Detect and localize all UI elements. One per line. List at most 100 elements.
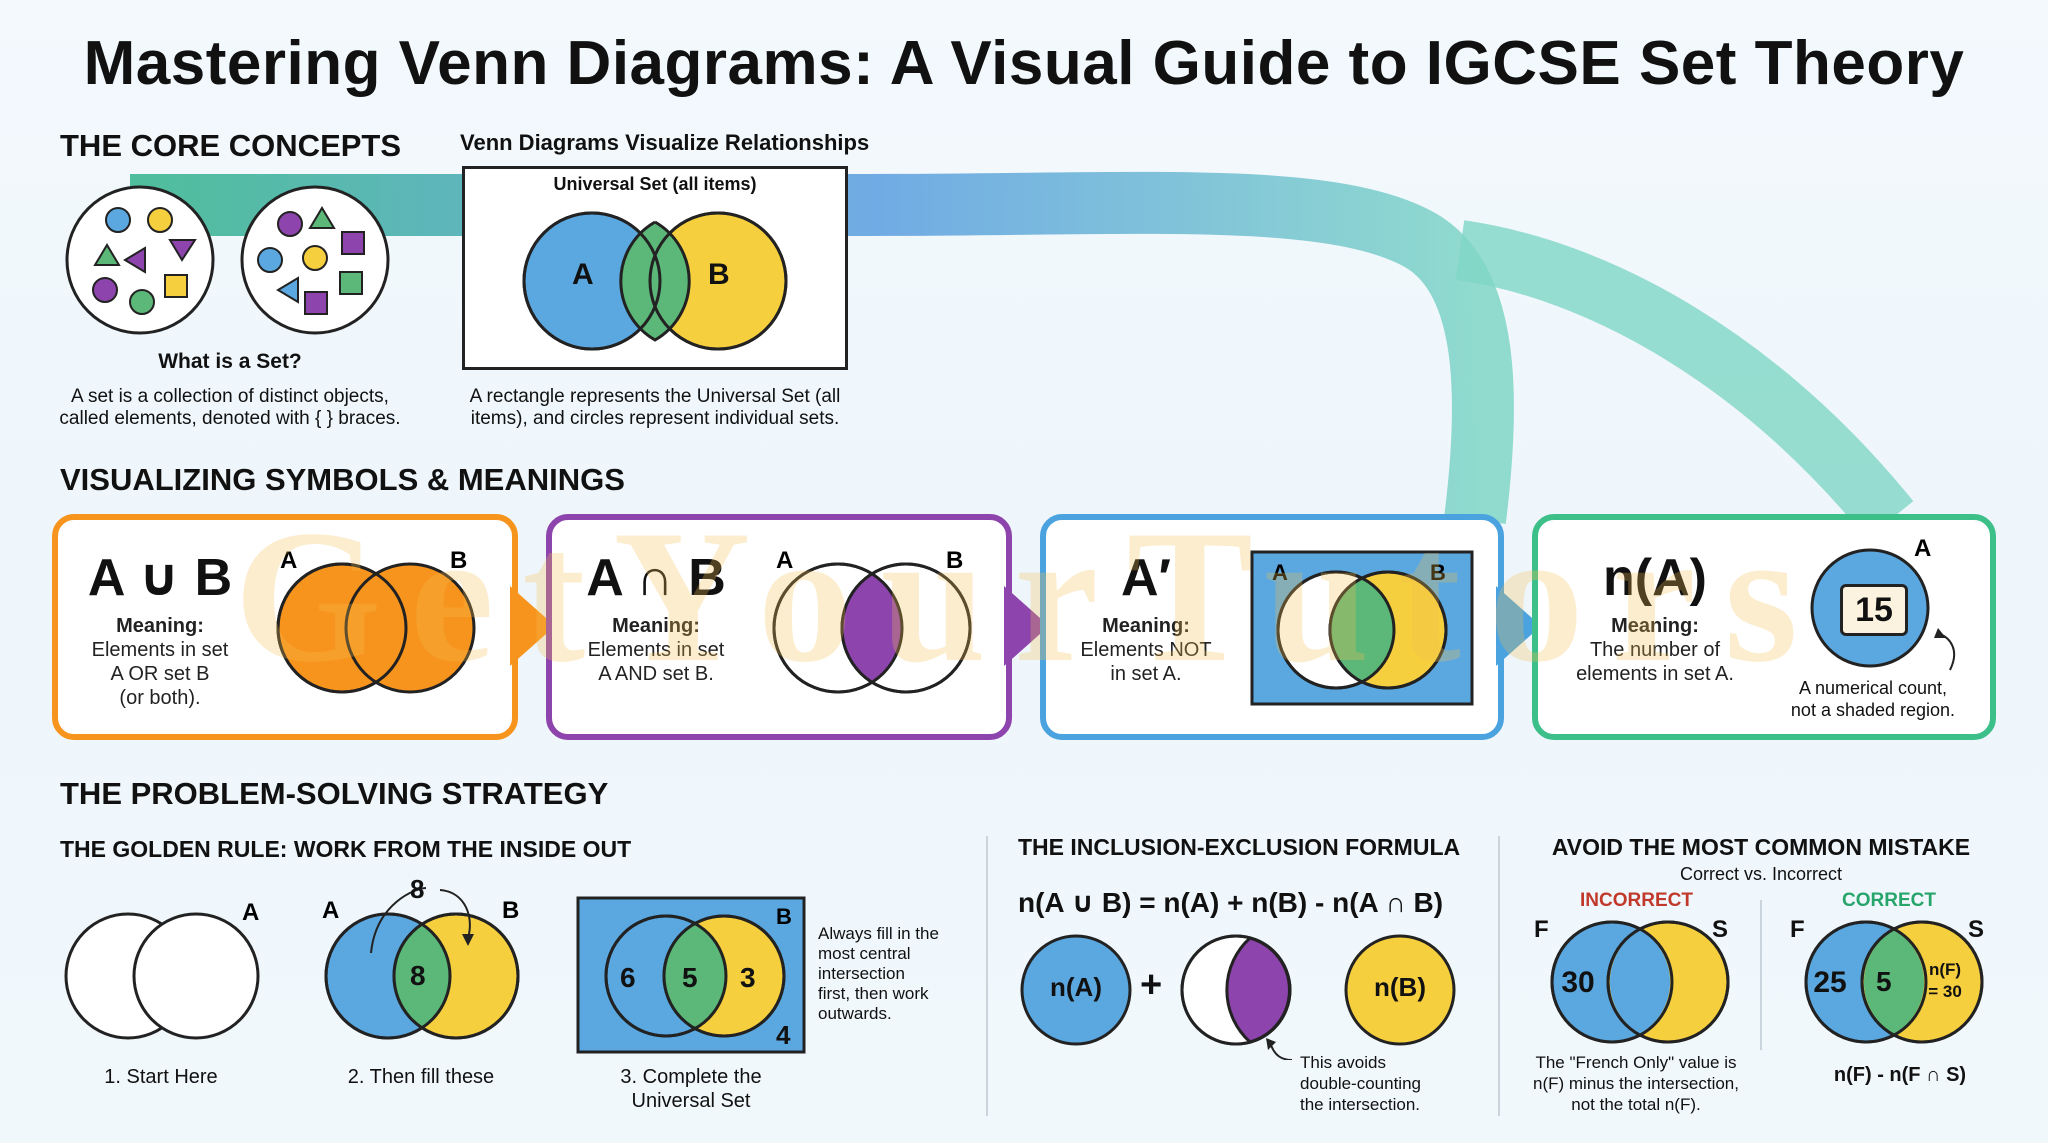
basic-venn <box>522 211 788 351</box>
count-symbol: n(A) <box>1603 549 1707 607</box>
tip-text: Always fill in the most central intersec… <box>818 924 939 1024</box>
complement-line-2: in set A. <box>1110 663 1182 685</box>
inclusion-formula: n(A ∪ B) = n(A) + n(B) - n(A ∩ B) <box>1018 887 1444 918</box>
incorrect-s-label: S <box>1712 916 1729 943</box>
mistake-note-line: The "French Only" value is <box>1535 1053 1737 1072</box>
divider <box>1760 900 1762 1050</box>
correct-nf-1: n(F) <box>1928 960 1962 979</box>
tip-line: outwards. <box>818 1004 892 1023</box>
divider <box>1498 836 1500 1116</box>
step2-label: 2. Then fill these <box>347 1066 495 1088</box>
tip-line: Always fill in the <box>818 924 939 943</box>
core-heading: THE CORE CONCEPTS <box>60 128 402 163</box>
svg-text:B: B <box>776 904 792 929</box>
golden-rule-heading: THE GOLDEN RULE: WORK FROM THE INSIDE OU… <box>60 836 632 862</box>
incorrect-value: 30 <box>1561 966 1595 999</box>
svg-text:B: B <box>946 548 963 574</box>
correct-venn <box>1804 920 1984 1044</box>
union-arrow-icon <box>510 586 555 666</box>
correct-nf-2: = 30 <box>1928 982 1962 1001</box>
inclusion-note: This avoids double-counting the intersec… <box>1300 1052 1421 1115</box>
step3-outside: 4 <box>776 1020 791 1050</box>
venn-label-b: B <box>708 258 730 291</box>
union-line-1: Elements in set <box>91 639 229 661</box>
tip-line: first, then work <box>818 984 929 1003</box>
set-desc-2: called elements, denoted with { } braces… <box>59 408 401 429</box>
incorrect-f-label: F <box>1534 916 1549 943</box>
complement-arrow-icon <box>1496 586 1541 666</box>
count-line-2: elements in set A. <box>1576 663 1734 685</box>
page-title: Mastering Venn Diagrams: A Visual Guide … <box>83 29 1965 98</box>
intersection-line-1: Elements in set <box>587 639 725 661</box>
count-note-2: not a shaded region. <box>1790 700 1956 720</box>
complement-symbol: A′ <box>1120 549 1172 607</box>
tip-line: intersection <box>818 964 905 983</box>
intersection-meaning-label: Meaning: <box>612 615 700 637</box>
svg-text:A: A <box>280 548 297 574</box>
correct-s-label: S <box>1968 916 1985 943</box>
union-meaning-label: Meaning: <box>116 615 204 637</box>
set-desc-1: A set is a collection of distinct object… <box>71 386 389 407</box>
step3-both: 5 <box>682 962 698 993</box>
count-line-1: The number of <box>1589 639 1721 661</box>
divider <box>986 836 988 1116</box>
union-venn: A B <box>276 548 476 694</box>
svg-text:A: A <box>242 899 259 926</box>
incorrect-venn <box>1550 920 1730 1044</box>
tip-line: most central <box>818 944 911 963</box>
intersection-symbol: A ∩ B <box>586 549 726 607</box>
mistake-note-line: n(F) minus the intersection, <box>1533 1074 1739 1093</box>
venn-title: Venn Diagrams Visualize Relationships <box>460 130 870 155</box>
mistake-note: The "French Only" value is n(F) minus th… <box>1506 1052 1766 1115</box>
svg-text:B: B <box>1430 560 1446 585</box>
count-note-1: A numerical count, <box>1798 678 1948 698</box>
svg-text:A: A <box>1272 560 1288 585</box>
set-title: What is a Set? <box>158 350 302 373</box>
venn-label-a: A <box>572 258 594 291</box>
step3-label-1: 3. Complete the <box>620 1066 762 1088</box>
svg-text:B: B <box>450 548 467 574</box>
count-meaning-label: Meaning: <box>1611 615 1699 637</box>
intersection-line-2: A AND set B. <box>598 663 714 685</box>
strategy-heading: THE PROBLEM-SOLVING STRATEGY <box>60 776 609 811</box>
svg-text:A: A <box>776 548 793 574</box>
svg-text:A: A <box>1914 535 1931 562</box>
mistake-subheading: Correct vs. Incorrect <box>1679 864 1843 884</box>
venn-desc-2: items), and circles represent individual… <box>470 408 840 429</box>
note-line: This avoids <box>1300 1053 1386 1072</box>
union-line-2: A OR set B <box>110 663 210 685</box>
plus-sign: + <box>1140 964 1163 1006</box>
correct-both: 5 <box>1876 966 1892 997</box>
venn-desc-1: A rectangle represents the Universal Set… <box>469 386 841 407</box>
complement-line-1: Elements NOT <box>1080 639 1212 661</box>
complement-meaning-label: Meaning: <box>1102 615 1190 637</box>
count-value: 15 <box>1840 584 1908 636</box>
step3-b-only: 3 <box>740 962 756 993</box>
correct-french-only: 25 <box>1813 966 1847 999</box>
note-line: double-counting <box>1300 1074 1421 1093</box>
step1-venn: A <box>64 899 260 1040</box>
step3-venn: B <box>576 896 806 1054</box>
step1-label: 1. Start Here <box>104 1066 218 1088</box>
note-line: the intersection. <box>1300 1095 1421 1114</box>
correct-label: CORRECT <box>1842 890 1936 911</box>
set-illustration <box>65 185 390 335</box>
correct-f-label: F <box>1790 916 1805 943</box>
intersection-venn: A B <box>772 548 972 694</box>
universal-label: Universal Set (all items) <box>553 174 757 194</box>
svg-text:B: B <box>502 897 519 924</box>
incorrect-label: INCORRECT <box>1580 890 1693 911</box>
symbols-heading: VISUALIZING SYMBOLS & MEANINGS <box>60 462 625 497</box>
n-a-label: n(A) <box>1050 972 1102 1002</box>
inclusion-diagram <box>1020 934 1456 1060</box>
mistake-note-line: not the total n(F). <box>1571 1095 1701 1114</box>
union-line-3: (or both). <box>119 687 201 709</box>
step2-center-value: 8 <box>410 960 426 991</box>
step3-a-only: 6 <box>620 962 636 993</box>
svg-text:A: A <box>322 897 339 924</box>
n-b-label: n(B) <box>1374 972 1426 1002</box>
mistake-heading: AVOID THE MOST COMMON MISTAKE <box>1551 834 1971 860</box>
union-symbol: A ∪ B <box>87 549 233 607</box>
correct-formula: n(F) - n(F ∩ S) <box>1833 1064 1967 1086</box>
